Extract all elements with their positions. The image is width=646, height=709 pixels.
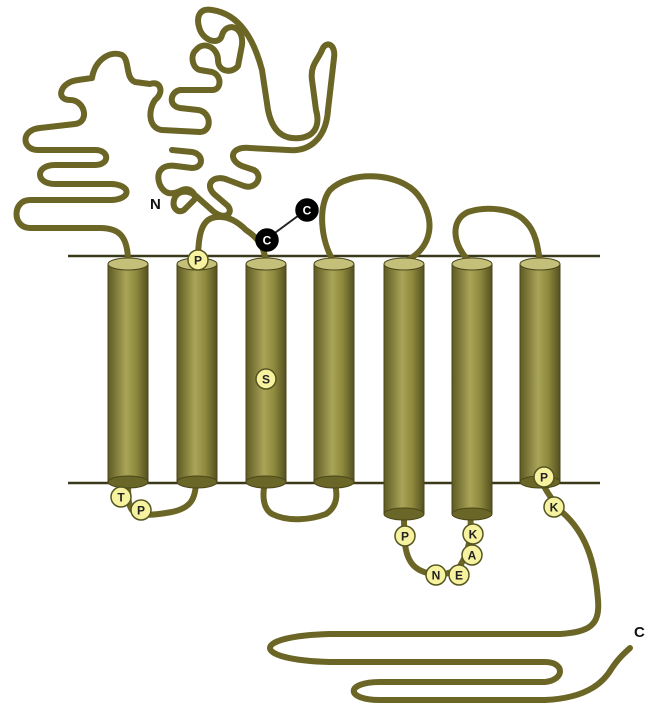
svg-text:P: P (137, 504, 145, 518)
residue-ecl1-p: P (188, 250, 208, 270)
extracellular-loop-3 (455, 209, 540, 262)
residue-icl1-t: T (111, 487, 131, 507)
svg-text:K: K (469, 528, 478, 542)
svg-text:P: P (194, 254, 202, 268)
helix-group (108, 258, 560, 520)
svg-text:P: P (540, 471, 548, 485)
residue-icl3-e: E (449, 565, 469, 585)
svg-text:S: S (262, 373, 270, 387)
helix-tm2 (177, 258, 217, 488)
extracellular-loop-2 (322, 176, 429, 262)
c-terminal-tail (270, 478, 630, 700)
helix-tm5 (384, 258, 424, 520)
c-terminus-label: C (634, 624, 645, 641)
svg-text:A: A (468, 549, 477, 563)
svg-text:N: N (432, 569, 441, 583)
helix-tm4 (314, 258, 354, 488)
residue-icl3-a: A (462, 545, 482, 565)
helix-tm6 (452, 258, 492, 520)
svg-text:C: C (303, 204, 312, 218)
residue-ecl2-c2: C (296, 199, 318, 221)
n-terminus-label: N (150, 196, 161, 213)
residue-icl3-p: P (395, 526, 415, 546)
svg-text:K: K (550, 501, 559, 515)
helix-tm1 (108, 258, 148, 488)
residue-icl1-p: P (131, 500, 151, 520)
svg-text:E: E (455, 569, 463, 583)
svg-text:C: C (263, 234, 272, 248)
residue-icl3-n: N (426, 565, 446, 585)
residue-tm3-s: S (256, 369, 276, 389)
residue-icl3-k: K (463, 524, 483, 544)
residue-ctail-p: P (534, 467, 554, 487)
residue-ecl2-c1: C (256, 229, 278, 251)
helix-tm7 (520, 258, 560, 488)
residue-ctail-k: K (544, 497, 564, 517)
svg-text:P: P (401, 530, 409, 544)
svg-text:T: T (117, 491, 125, 505)
